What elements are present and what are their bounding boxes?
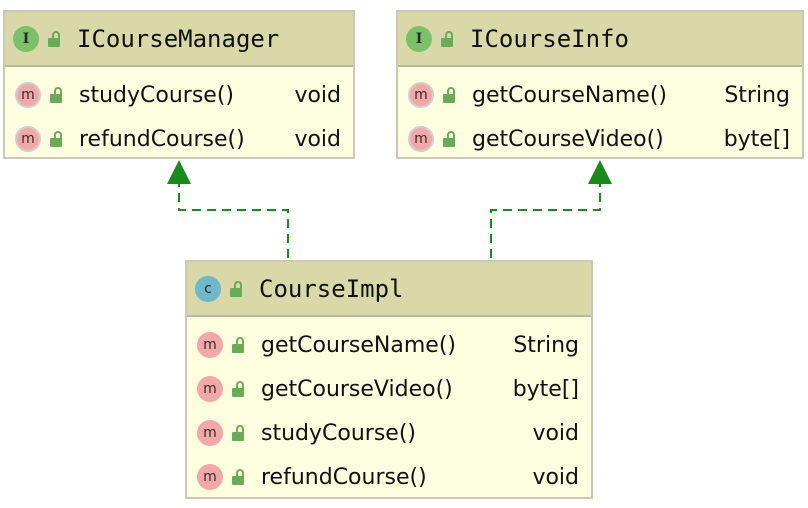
class-header: c CourseImpl [187, 262, 591, 317]
method-icon: m [197, 420, 223, 446]
method-name: getCourseVideo() [261, 376, 453, 402]
public-lock-icon [231, 337, 247, 353]
return-type: byte[] [512, 376, 579, 402]
public-lock-icon [49, 131, 65, 147]
return-type: void [532, 464, 579, 490]
interface-icon: I [13, 25, 39, 52]
class-box-courseimpl[interactable]: c CourseImpl m getCourseName() String m … [185, 260, 593, 499]
method-icon: m [197, 332, 223, 358]
method-icon: m [197, 376, 223, 402]
return-type: String [724, 82, 790, 108]
method-icon: m [408, 126, 434, 152]
method-name: getCourseVideo() [472, 126, 664, 152]
return-type: void [532, 420, 579, 446]
public-lock-icon [442, 131, 458, 147]
class-name: CourseImpl [259, 274, 404, 303]
method-icon: m [15, 126, 41, 152]
public-lock-icon [231, 381, 247, 397]
return-type: byte[] [723, 126, 790, 152]
method-name: refundCourse() [261, 464, 427, 490]
implements-line-icoursemanager [178, 182, 289, 258]
return-type: void [294, 82, 341, 108]
class-icon: c [195, 275, 221, 302]
return-type: String [513, 332, 579, 358]
public-lock-icon [47, 30, 63, 47]
public-lock-icon [440, 30, 456, 47]
class-header: I ICourseInfo [398, 12, 802, 67]
method-name: studyCourse() [261, 420, 416, 446]
method-name: refundCourse() [79, 126, 245, 152]
method-icon: m [15, 82, 41, 108]
public-lock-icon [231, 469, 247, 485]
arrowhead-icoursemanager [167, 160, 191, 184]
public-lock-icon [49, 87, 65, 103]
interface-icon: I [406, 25, 432, 52]
method-row[interactable]: m getCourseVideo() byte[] [187, 367, 591, 411]
method-row[interactable]: m studyCourse() void [5, 73, 353, 117]
method-row[interactable]: m refundCourse() void [187, 455, 591, 499]
class-header: I ICourseManager [5, 12, 353, 67]
method-row[interactable]: m refundCourse() void [5, 117, 353, 161]
method-name: getCourseName() [472, 82, 668, 108]
method-row[interactable]: m studyCourse() void [187, 411, 591, 455]
arrowhead-icourseinfo [588, 160, 612, 184]
class-box-icourseinfo[interactable]: I ICourseInfo m getCourseName() String m… [396, 10, 804, 159]
method-name: getCourseName() [261, 332, 457, 358]
method-row[interactable]: m getCourseName() String [398, 73, 802, 117]
return-type: void [294, 126, 341, 152]
public-lock-icon [442, 87, 458, 103]
public-lock-icon [229, 280, 245, 297]
implements-line-icourseinfo [490, 182, 601, 258]
method-row[interactable]: m getCourseName() String [187, 323, 591, 367]
method-name: studyCourse() [79, 82, 234, 108]
method-icon: m [408, 82, 434, 108]
class-name: ICourseInfo [470, 24, 629, 53]
method-row[interactable]: m getCourseVideo() byte[] [398, 117, 802, 161]
method-icon: m [197, 464, 223, 490]
public-lock-icon [231, 425, 247, 441]
class-box-icoursemanager[interactable]: I ICourseManager m studyCourse() void m … [3, 10, 355, 159]
class-name: ICourseManager [77, 24, 280, 53]
